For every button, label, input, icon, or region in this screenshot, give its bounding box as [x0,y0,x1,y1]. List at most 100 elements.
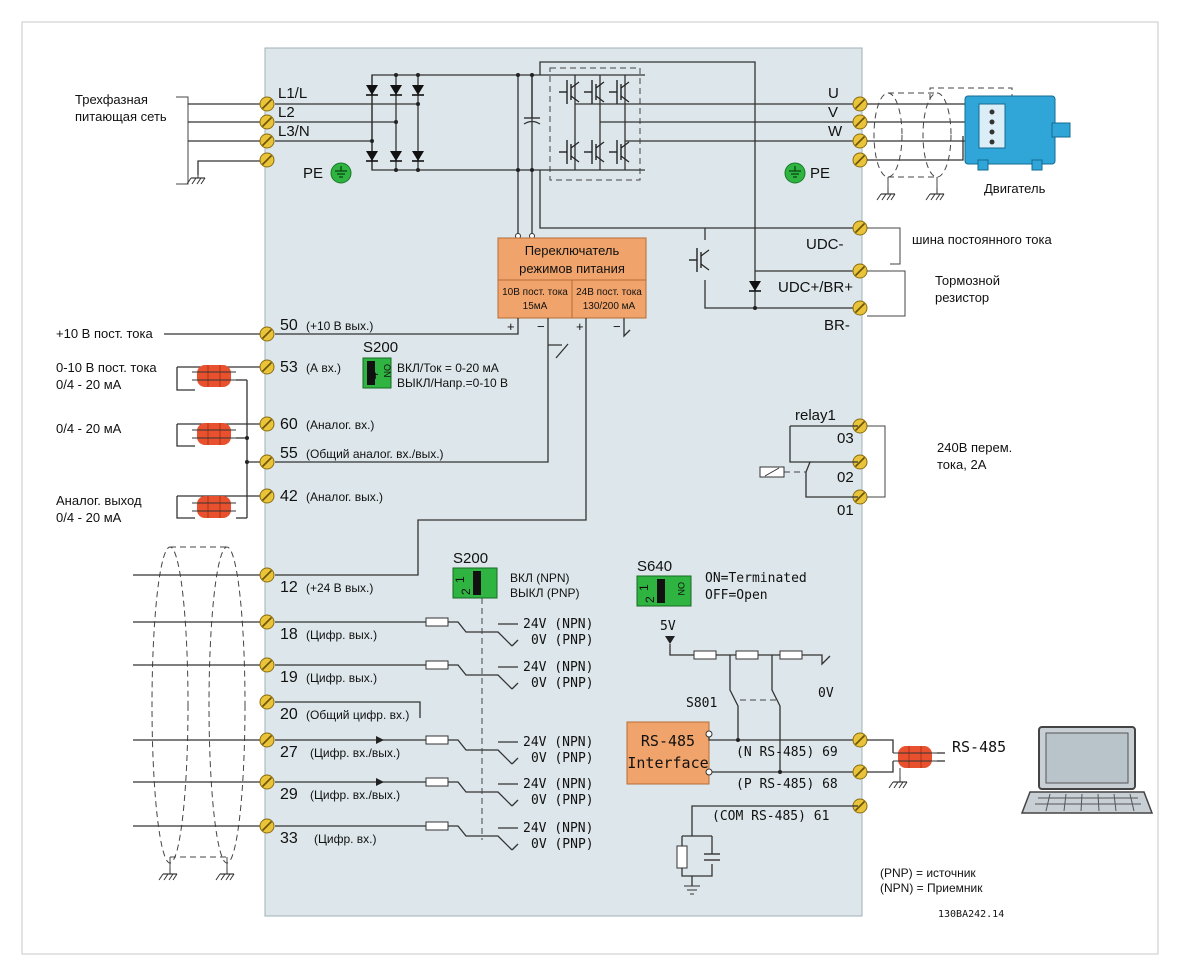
terminal-udc-minus[interactable] [852,220,868,236]
legend-pnp: (PNP) = источник [880,866,976,880]
npn-27: 24V (NPN) [523,735,593,750]
s801-label: S801 [686,696,717,711]
terminal-L1[interactable] [259,96,275,112]
terminal-V[interactable] [852,114,868,130]
terminal-68[interactable] [852,764,868,780]
rs485-iface-2: Interface [627,754,708,772]
label-42: 42 [280,488,298,505]
psu-right-1: 24В пост. тока [576,287,642,298]
rs485-interface-box [626,721,710,785]
ferrite-rs485-icon [892,745,938,769]
terminal-53[interactable] [259,359,275,375]
label-V: V [828,104,838,121]
desc-33: (Цифр. вх.) [314,832,377,846]
s200a-on: ON [382,364,392,378]
s640-switch[interactable]: S640 1 2 ON ON=Terminated OFF=Open [636,558,807,607]
desc-12: (+24 В вых.) [306,581,373,595]
s200-digital-switch[interactable]: S200 1 2 ВКЛ (NPN) ВЫКЛ (PNP) [452,550,580,600]
mains-label-2: питающая сеть [75,109,167,124]
s640-num2: 2 [643,596,657,603]
terminal-19[interactable] [259,657,275,673]
terminal-br-minus[interactable] [852,300,868,316]
ferrite-53-icon [191,364,237,388]
s200b-num2: 2 [459,588,473,595]
label-L2: L2 [278,104,295,121]
psu-plus-10v: + [507,319,515,334]
legend-npn: (NPN) = Приемник [880,881,983,895]
rs485-com: (COM RS-485) 61 [712,809,829,824]
label-29: 29 [280,786,298,803]
pnp-29: 0V (PNP) [531,793,594,808]
label-12: 12 [280,579,298,596]
s200-analog-switch[interactable]: S200 4 ON ВКЛ/Ток = 0-20 мА ВЫКЛ/Напр.=0… [362,339,508,390]
s640-line2: OFF=Open [705,588,768,603]
terminal-69[interactable] [852,732,868,748]
psu-left-1: 10В пост. тока [502,287,568,298]
terminal-18[interactable] [259,614,275,630]
s200b-label: S200 [453,550,488,567]
s200a-label: S200 [363,339,398,356]
npn-19: 24V (NPN) [523,660,593,675]
s200a-line1: ВКЛ/Ток = 0-20 мА [397,361,499,375]
ext-50-label: +10 В пост. тока [56,326,153,341]
terminal-50[interactable] [259,326,275,342]
s200b-line2: ВЫКЛ (PNP) [510,586,580,600]
s200a-num: 4 [367,372,381,379]
terminal-33[interactable] [259,818,275,834]
terminal-60[interactable] [259,416,275,432]
psu-title-2: режимов питания [519,261,625,276]
psu-block: Переключатель режимов питания 10В пост. … [275,237,647,576]
label-02: 02 [837,469,854,486]
analog-section: +10 В пост. тока 50 (+10 В вых.) 0-10 В … [56,317,444,525]
ferrite-60-icon [191,422,237,446]
s200b-line1: ВКЛ (NPN) [510,571,570,585]
desc-42: (Аналог. вых.) [306,490,383,504]
terminal-udc-plus[interactable] [852,263,868,279]
terminal-42[interactable] [259,488,275,504]
pnp-33: 0V (PNP) [531,837,594,852]
desc-19: (Цифр. вых.) [306,671,377,685]
rectifier [275,73,541,239]
ext-60-label: 0/4 - 20 мА [56,421,122,436]
s640-line1: ON=Terminated [705,571,807,586]
terminal-L3[interactable] [259,133,275,149]
terminal-PE-in[interactable] [259,152,275,168]
rs485-0v: 0V [818,686,834,701]
rs485-iface-1: RS-485 [641,732,695,750]
terminal-U[interactable] [852,96,868,112]
mains-section: Трехфазная питающая сеть L1/L L2 L3/N PE [75,85,352,185]
label-03: 03 [837,430,854,447]
brake-label-2: резистор [935,290,989,305]
label-55: 55 [280,445,298,462]
terminal-W[interactable] [852,133,868,149]
mains-ground-icon [186,171,206,185]
terminal-27[interactable] [259,732,275,748]
drive-panel [264,47,863,917]
diagram-code: 130BA242.14 [938,909,1004,920]
label-br-minus: BR- [824,317,850,334]
s200b-num1: 1 [453,576,467,583]
terminal-PE-out[interactable] [852,152,868,168]
brake-label-1: Тормозной [935,273,1000,288]
terminal-L2[interactable] [259,114,275,130]
inverter [539,61,858,310]
terminal-55[interactable] [259,454,275,470]
terminal-12[interactable] [259,567,275,583]
npn-29: 24V (NPN) [523,777,593,792]
psu-plus-24v: + [576,319,584,334]
rs485-p: (P RS-485) 68 [736,777,838,792]
label-33: 33 [280,830,298,847]
relay-rating-1: 240В перем. [937,440,1012,455]
npn-18: 24V (NPN) [523,617,593,632]
terminal-29[interactable] [259,774,275,790]
pnp-19: 0V (PNP) [531,676,594,691]
ext-53-label-2: 0/4 - 20 мА [56,377,122,392]
terminal-20[interactable] [259,694,275,710]
rs485-section: 5V 0V S801 RS-485 Interface (N RS-485) 6… [626,619,1154,895]
psu-right-2: 130/200 мА [583,301,636,312]
label-01: 01 [837,502,854,519]
label-19: 19 [280,669,298,686]
label-53: 53 [280,359,298,376]
